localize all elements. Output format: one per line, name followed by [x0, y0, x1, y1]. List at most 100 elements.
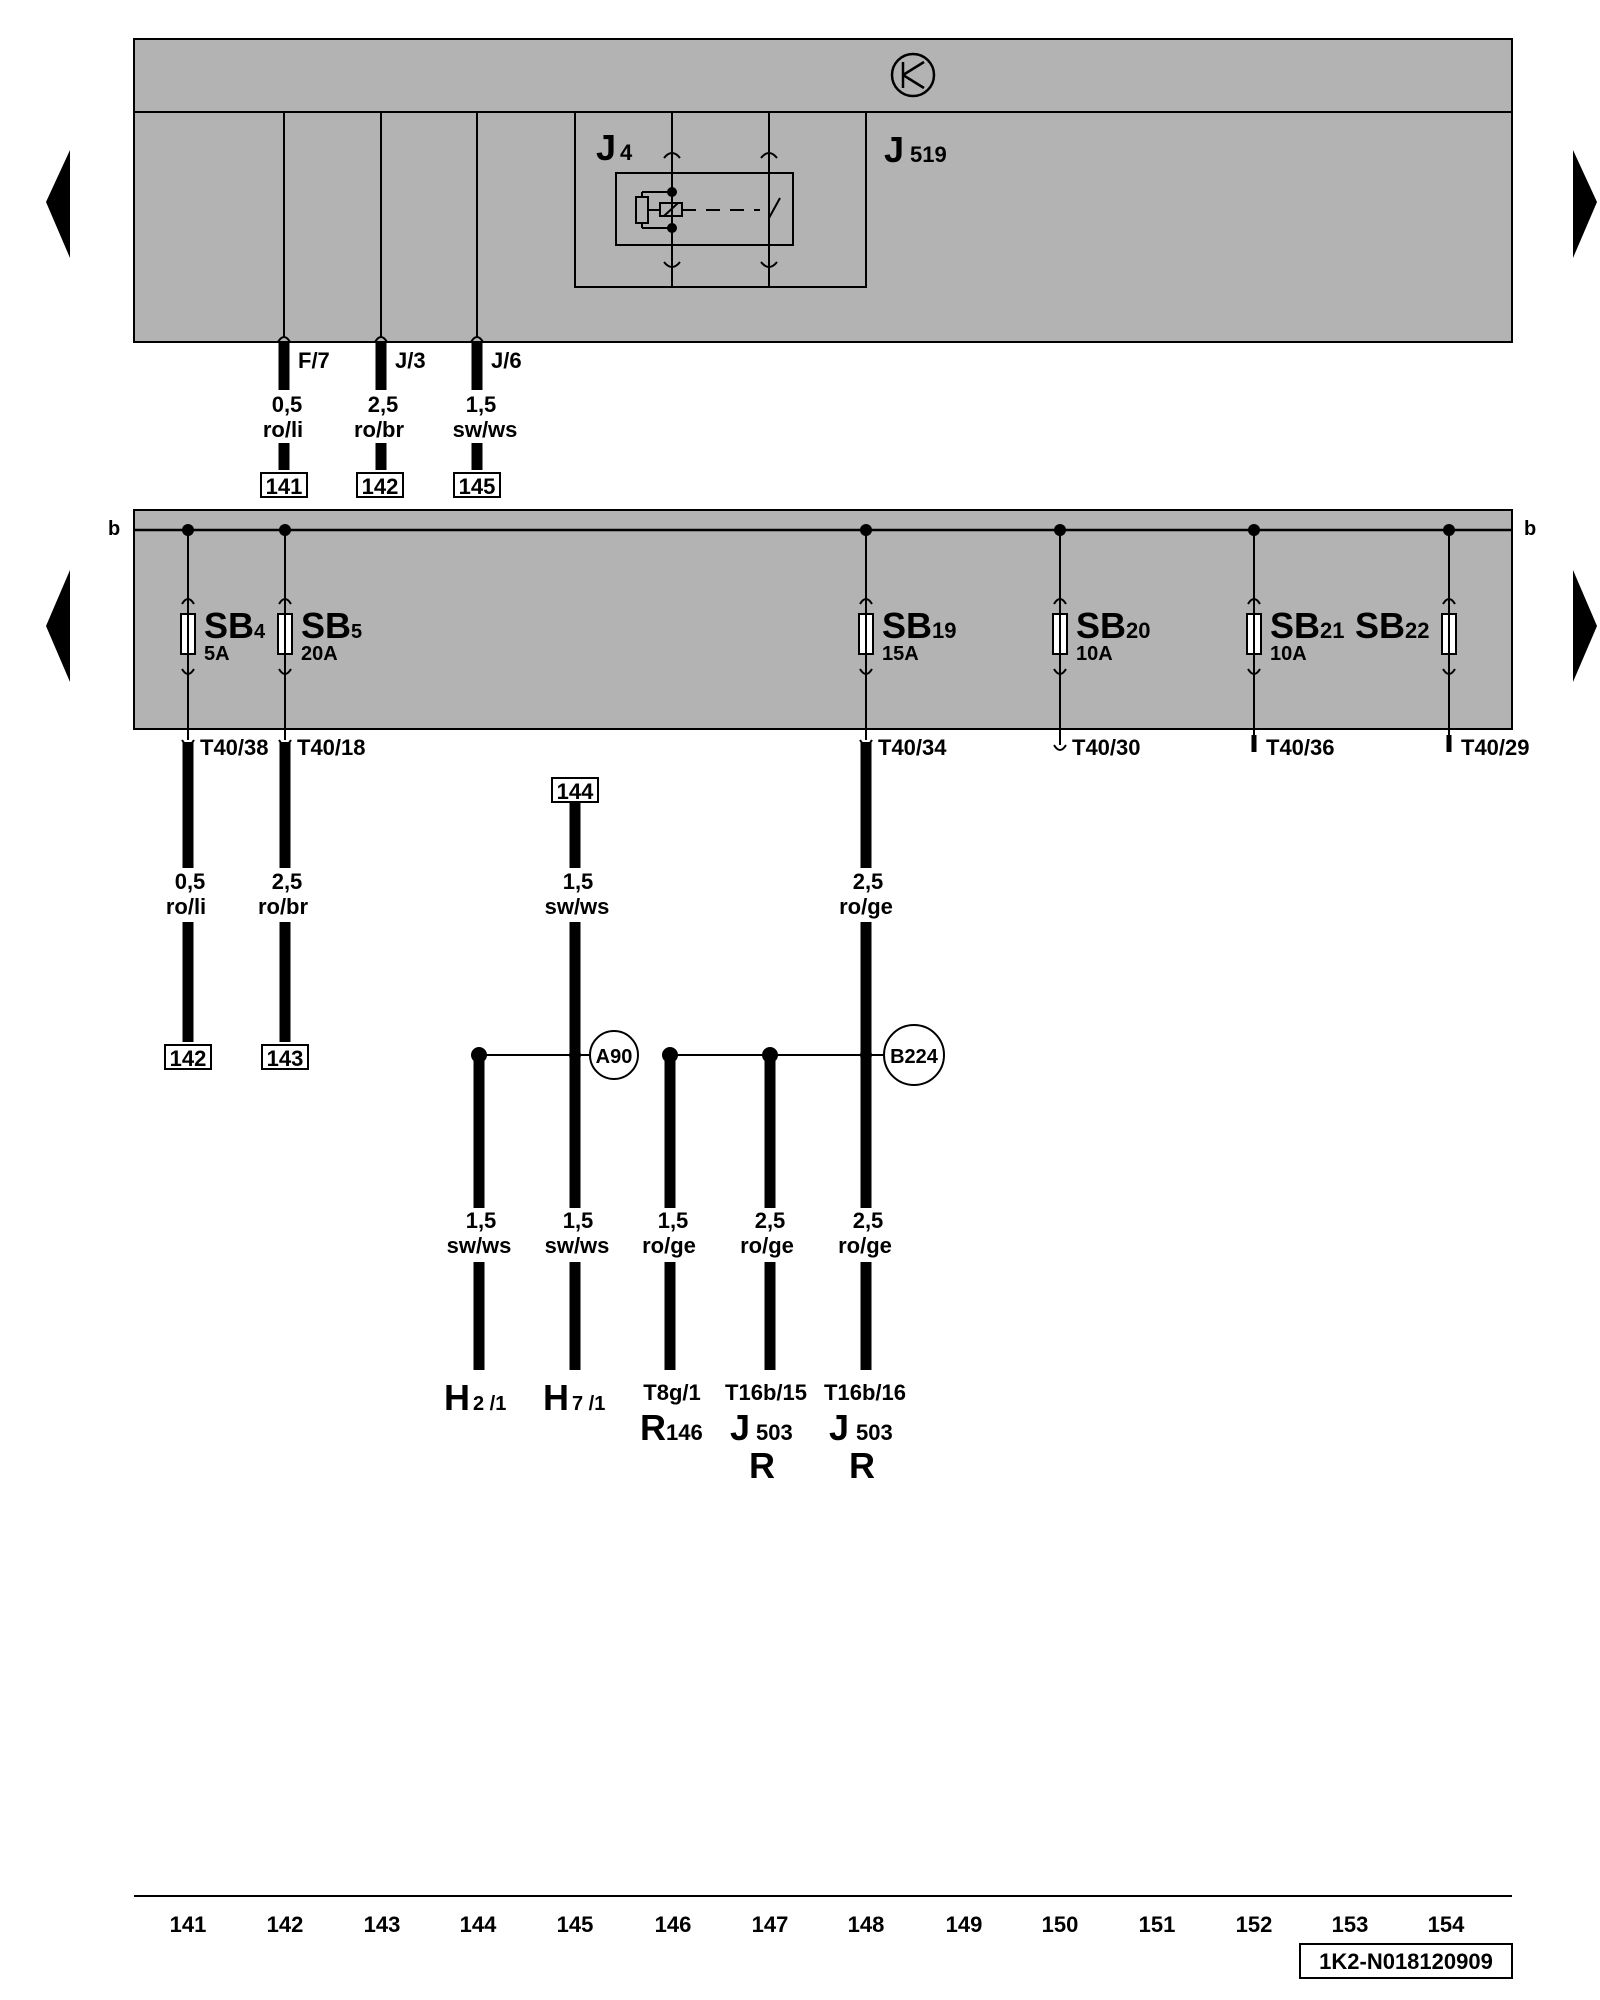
nav-arrow-right-top[interactable] [1573, 150, 1597, 258]
relay-j4 [574, 111, 867, 288]
j519-output-141 [277, 336, 291, 470]
fuse-sb5-num: 5 [351, 621, 362, 643]
fuse-pin-t40-29: T40/29 [1461, 735, 1530, 760]
fuse-sb20-name: SB [1076, 605, 1126, 646]
ground-circle-icon [890, 52, 936, 98]
grid-number: 146 [655, 1912, 692, 1937]
grid-number: 144 [460, 1912, 497, 1937]
ref-box-label: 142 [362, 474, 399, 499]
wire-size: 1,5 [563, 1208, 594, 1233]
component-j503-a-r: R [749, 1445, 775, 1486]
connector-a90-label: A90 [596, 1046, 633, 1068]
wire-color: sw/ws [447, 1233, 512, 1258]
fuse-sb19-rating: 15A [882, 643, 919, 665]
relay-j4-label: J [596, 127, 616, 168]
j519-output-142 [374, 336, 388, 470]
wire-color: sw/ws [545, 894, 610, 919]
component-j503-a: J [730, 1407, 750, 1448]
ref-box [356, 472, 404, 498]
doc-code-box [1299, 1943, 1513, 1979]
ref-box-label: 141 [266, 474, 303, 499]
wire-color: ro/br [258, 894, 309, 919]
wire-size: 2,5 [853, 869, 884, 894]
ref-box-label: 142 [170, 1046, 207, 1071]
fuse-panel [133, 509, 1513, 730]
component-j503-pin16: T16b/16 [824, 1380, 906, 1405]
fuse-sb5-name: SB [301, 605, 351, 646]
fuse-sb19 [858, 524, 874, 746]
fuse-sb4-rating: 5A [204, 643, 230, 665]
wire-color: sw/ws [453, 417, 518, 442]
fuse-sb21 [1246, 524, 1262, 752]
bus-b-label-right: b [1524, 518, 1536, 540]
fuse-sb5-rating: 20A [301, 643, 338, 665]
fuse-sb19-num: 19 [932, 618, 956, 643]
component-j503-a-sub: 503 [756, 1420, 793, 1445]
fuse-sb19-name: SB [882, 605, 932, 646]
grid-number: 148 [848, 1912, 885, 1937]
ref-box-label: 145 [459, 474, 496, 499]
grid-number: 143 [364, 1912, 401, 1937]
wire-size: 2,5 [368, 392, 399, 417]
component-j503-b-sub: 503 [856, 1420, 893, 1445]
component-h7-sub: 7 /1 [572, 1393, 605, 1415]
fuse-sb20 [1052, 524, 1068, 751]
bus-b-label-left: b [108, 518, 120, 540]
wire-color: ro/li [263, 417, 303, 442]
ref-box [164, 1044, 212, 1070]
j519-pin-j6: J/6 [491, 348, 522, 373]
wire-size: 1,5 [563, 869, 594, 894]
j519-pin-f7: F/7 [298, 348, 330, 373]
ref-box [261, 1044, 309, 1070]
connector-b224 [883, 1024, 945, 1086]
fuse-pin-t40-34: T40/34 [878, 735, 947, 760]
component-j503-b-r: R [849, 1445, 875, 1486]
wire-color: ro/li [166, 894, 206, 919]
wire-size: 1,5 [466, 1208, 497, 1233]
fuse-sb4-num: 4 [254, 621, 266, 643]
relay-j4-sub: 4 [620, 140, 633, 165]
ref-box [260, 472, 308, 498]
nav-arrow-right-middle[interactable] [1573, 570, 1597, 682]
wire-color: sw/ws [545, 1233, 610, 1258]
fuse-sb21-num: 21 [1320, 618, 1344, 643]
fuse-sb20-rating: 10A [1076, 643, 1113, 665]
wire-color: ro/ge [740, 1233, 794, 1258]
wire-color: ro/ge [642, 1233, 696, 1258]
ref-box [551, 777, 599, 803]
ref-box-label: 144 [557, 779, 594, 804]
wire-size: 1,5 [466, 392, 497, 417]
component-h7: H [543, 1377, 569, 1418]
component-r146-sub: 146 [666, 1420, 703, 1445]
component-r146-pin: T8g/1 [643, 1380, 700, 1405]
wire-size: 1,5 [658, 1208, 689, 1233]
j519-pin-j3: J/3 [395, 348, 426, 373]
grid-number: 142 [267, 1912, 304, 1937]
grid-numbers: 141 142 143 144 145 146 147 148 149 150 … [170, 1912, 1465, 1937]
connector-a90 [589, 1030, 639, 1080]
wire-size: 2,5 [272, 869, 303, 894]
fuse-pin-t40-18: T40/18 [297, 735, 366, 760]
fuse-sb21-rating: 10A [1270, 643, 1307, 665]
fuse-pin-t40-30: T40/30 [1072, 735, 1141, 760]
doc-code: 1K2-N018120909 [1319, 1949, 1493, 1974]
grid-number: 154 [1428, 1912, 1465, 1937]
grid-number: 141 [170, 1912, 207, 1937]
ref-box [453, 472, 501, 498]
fuse-sb20-num: 20 [1126, 618, 1150, 643]
nav-arrow-left-middle[interactable] [46, 570, 70, 682]
wire-color: ro/br [354, 417, 405, 442]
fuse-sb22 [1441, 524, 1457, 752]
module-j519-label: J [884, 129, 904, 170]
nav-arrow-left-top[interactable] [46, 150, 70, 258]
grid-number: 145 [557, 1912, 594, 1937]
fuse-sb22-name: SB [1355, 605, 1405, 646]
component-h2-sub: 2 /1 [473, 1393, 506, 1415]
grid-number: 150 [1042, 1912, 1079, 1937]
component-j503-pin15: T16b/15 [725, 1380, 807, 1405]
grid-number: 152 [1236, 1912, 1273, 1937]
fuse-sb22-num: 22 [1405, 618, 1429, 643]
fuse-pin-t40-38: T40/38 [200, 735, 269, 760]
wire-size: 0,5 [175, 869, 206, 894]
